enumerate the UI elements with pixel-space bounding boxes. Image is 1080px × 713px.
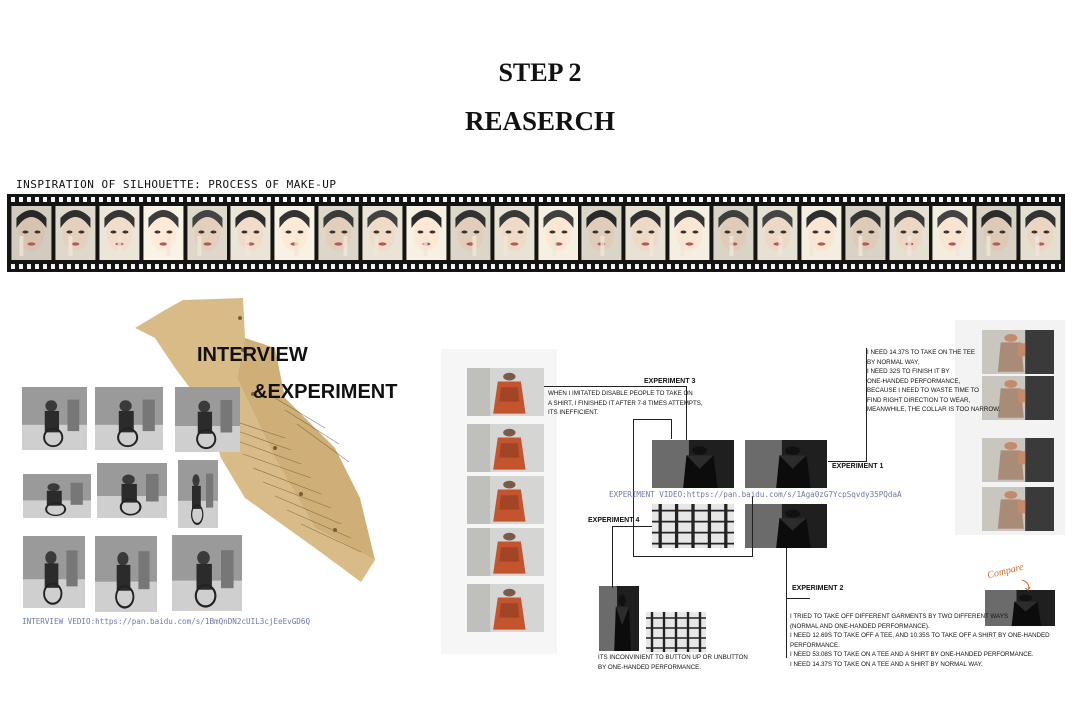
- experiment3-text: WHEN I IMITATED DISABLE PEOPLE TO TAKE O…: [548, 390, 703, 416]
- interview-photo: [97, 463, 167, 518]
- interview-video-link[interactable]: INTERVIEW VEDIO:https://pan.baidu.com/s/…: [22, 617, 311, 626]
- film-frame: [55, 206, 96, 260]
- film-frame: [801, 206, 842, 260]
- compare-arrow-icon: [1021, 579, 1031, 591]
- experiment4-text: ITS INCONVINIENT TO BUTTON UP OR UNBUTTO…: [598, 654, 748, 671]
- film-frame: [537, 206, 579, 260]
- connector-line: [828, 461, 866, 462]
- film-frame: [713, 206, 754, 260]
- interview-photo: [23, 536, 85, 608]
- interview-photo: [95, 536, 157, 612]
- experiment-photo: [652, 440, 734, 488]
- film-sprockets-top: [11, 197, 1061, 202]
- film-frame: [669, 206, 710, 260]
- film-frame: [932, 206, 973, 260]
- film-frame: [230, 206, 271, 260]
- compare-photo: [985, 590, 1055, 626]
- film-frame: [406, 206, 447, 260]
- experiment4-label: EXPERIMENT 4: [588, 517, 640, 524]
- experiment1-photo: [982, 330, 1054, 374]
- experiment4-photo: [652, 504, 734, 548]
- experiment3-photo: [467, 368, 544, 416]
- film-frame: [450, 206, 491, 260]
- interview-photo: [23, 474, 91, 518]
- experiment4-photo: [646, 612, 706, 652]
- film-frame: [99, 206, 140, 260]
- film-frame: [625, 206, 666, 260]
- film-caption: INSPIRATION OF SILHOUETTE: PROCESS OF MA…: [16, 178, 337, 191]
- film-frame: [1020, 206, 1061, 260]
- film-frame: [494, 206, 535, 260]
- experiment2-label: EXPERIMENT 2: [792, 585, 844, 592]
- step-title: STEP 2: [498, 58, 582, 87]
- film-frame: [888, 206, 930, 260]
- interview-photo: [175, 387, 240, 452]
- experiment3-photo: [467, 584, 544, 632]
- experiment3-photo: [467, 528, 544, 576]
- film-frame: [143, 206, 184, 260]
- experiment1-photo: [982, 376, 1054, 420]
- compare-note: Compare: [986, 561, 1025, 582]
- connector-line: [544, 386, 686, 387]
- experiment1-label: EXPERIMENT 1: [832, 463, 884, 470]
- connector-line: [671, 419, 672, 439]
- film-frame: [318, 206, 359, 260]
- film-frame: [11, 206, 52, 260]
- experiment-photo: [745, 440, 827, 488]
- interview-title-line1: INTERVIEW: [197, 344, 308, 366]
- connector-line: [633, 419, 634, 556]
- interview-photo: [178, 460, 218, 528]
- connector-line: [686, 386, 687, 440]
- experiment-video-link[interactable]: EXPERIMENT VIDEO:https://pan.baidu.com/s…: [609, 490, 902, 499]
- film-frame: [581, 206, 622, 260]
- makeup-film-strip: [7, 194, 1065, 272]
- connector-line: [866, 348, 867, 462]
- experiment1-text: I NEED 14.37S TO TAKE ON THE TEE BY NORM…: [867, 349, 1001, 413]
- interview-photo: [22, 387, 87, 450]
- experiment3-photo: [467, 424, 544, 472]
- experiment3-photo: [467, 476, 544, 524]
- experiment1-photo: [982, 438, 1054, 482]
- interview-photo: [95, 387, 163, 450]
- experiment3-label: EXPERIMENT 3: [644, 378, 696, 385]
- connector-line: [633, 419, 671, 420]
- connector-line: [612, 526, 613, 588]
- experiment2-photo: [745, 504, 827, 548]
- connector-line: [786, 598, 810, 599]
- film-frame: [757, 206, 798, 260]
- connector-line: [612, 526, 652, 527]
- film-sprockets-bottom: [11, 264, 1061, 269]
- experiment1-photo: [982, 487, 1054, 531]
- handwritten-notes-paper: [135, 298, 375, 582]
- film-frame: [976, 206, 1017, 260]
- film-frame: [362, 206, 403, 260]
- interview-photo: [172, 535, 242, 611]
- film-frame: [274, 206, 315, 260]
- connector-line: [752, 496, 753, 557]
- connector-line: [786, 548, 787, 658]
- film-frame: [845, 206, 886, 260]
- section-title: REASERCH: [464, 106, 616, 136]
- connector-line: [633, 556, 752, 557]
- interview-title-line2: &EXPERIMENT: [253, 381, 398, 403]
- experiment2-text: I TRIED TO TAKE OFF DIFFERENT GARMENTS B…: [790, 613, 1050, 668]
- experiment4-photo: [599, 586, 639, 651]
- film-frame: [186, 206, 228, 260]
